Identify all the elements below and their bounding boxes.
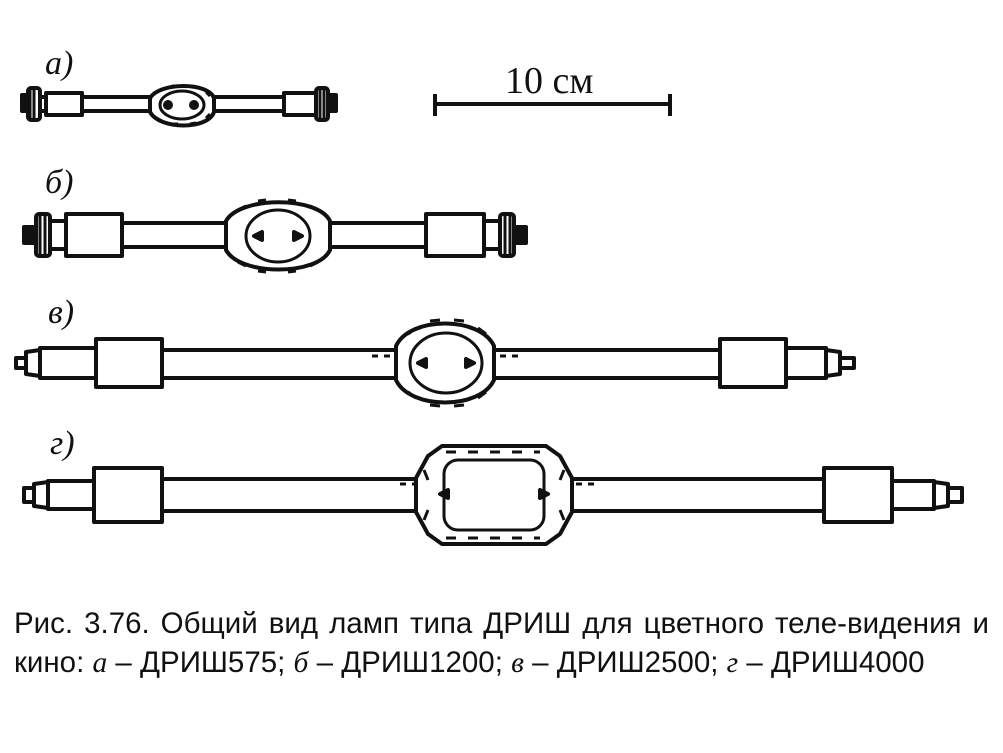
caption-letter-a: а <box>92 647 108 679</box>
lamp-drish2500 <box>14 318 856 408</box>
lamp-figure: 10 см а) б) в) г) <box>14 45 964 546</box>
caption-model-g: – ДРИШ4000 <box>738 646 925 679</box>
caption-model-b: – ДРИШ1200; <box>308 646 512 679</box>
lamp-label-b: б) <box>45 164 73 201</box>
lamp-drish1200 <box>22 198 528 274</box>
lamp-label-v: в) <box>48 294 74 331</box>
lamp-label-a: а) <box>45 45 73 82</box>
lamp-drish575 <box>20 84 338 128</box>
caption-model-a: – ДРИШ575; <box>107 646 294 679</box>
caption-text: Рис. 3.76. Общий вид ламп типа ДРИШ для … <box>14 607 989 679</box>
scale-bar <box>433 94 672 116</box>
figure-caption: Рис. 3.76. Общий вид ламп типа ДРИШ для … <box>14 604 989 683</box>
caption-letter-v: в <box>511 647 524 679</box>
scale-bar-label: 10 см <box>505 60 593 102</box>
lamp-drish4000 <box>22 444 964 546</box>
caption-model-v: – ДРИШ2500; <box>523 646 727 679</box>
lamp-label-g: г) <box>50 425 75 462</box>
caption-letter-g: г <box>726 647 739 679</box>
caption-letter-b: б <box>293 647 309 679</box>
